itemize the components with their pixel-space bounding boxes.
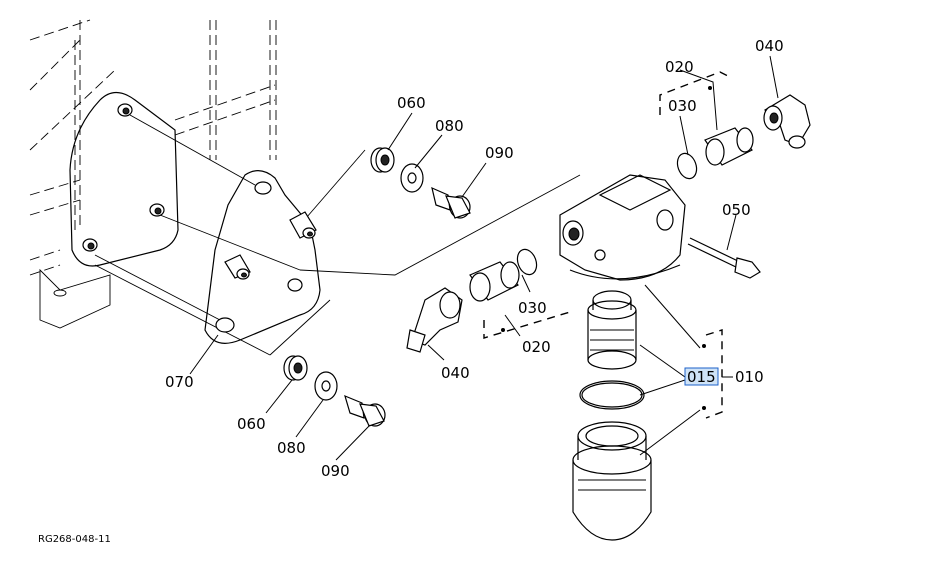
callout-090-lower: 090	[321, 462, 350, 480]
callout-090-upper: 090	[485, 144, 514, 162]
washer-080-lower	[314, 371, 338, 401]
leader-dots	[501, 86, 712, 410]
fitting-020-right	[704, 127, 754, 166]
oring-015	[579, 380, 645, 410]
callout-labels: 060 080 090 020 030 040 050 030 020 040 …	[38, 37, 784, 545]
callout-070: 070	[165, 373, 194, 391]
callout-060-lower: 060	[237, 415, 266, 433]
callout-040-left: 040	[441, 364, 470, 382]
callout-020-left: 020	[522, 338, 551, 356]
drawing-code: RG268-048-11	[38, 534, 111, 545]
group-bracket-020-left	[483, 311, 571, 339]
fitting-020-left	[469, 261, 520, 302]
filter-element-upper	[587, 290, 637, 370]
callout-040-right: 040	[755, 37, 784, 55]
callout-080-upper: 080	[435, 117, 464, 135]
callout-015: 015	[687, 368, 716, 386]
callout-080-lower: 080	[277, 439, 306, 457]
filter-bowl	[572, 421, 652, 541]
oring-030-right	[676, 152, 698, 180]
grommet-060-lower	[283, 355, 308, 381]
filter-head	[559, 174, 686, 281]
elbow-040-left	[406, 287, 463, 353]
bolt-090-lower	[344, 394, 386, 427]
callout-060-upper: 060	[397, 94, 426, 112]
callout-030-right: 030	[668, 97, 697, 115]
callout-030-left: 030	[518, 299, 547, 317]
group-bracket-010	[705, 329, 723, 419]
leader-lines	[189, 55, 779, 461]
bolt-090-upper	[431, 186, 471, 219]
oring-030-left	[516, 248, 538, 276]
elbow-040-right	[763, 94, 811, 149]
group-bracket-020-right	[659, 71, 733, 115]
callout-010: 010	[735, 368, 764, 386]
callout-020-right: 020	[665, 58, 694, 76]
grommet-060-upper	[370, 147, 395, 173]
washer-080-upper	[400, 163, 424, 193]
callout-050: 050	[722, 201, 751, 219]
engine-block-outline	[29, 19, 277, 329]
callout-015-highlight	[684, 367, 719, 386]
bolt-050	[687, 237, 761, 279]
bracket-plate-070	[204, 170, 321, 344]
engine-mount-face	[69, 91, 179, 267]
